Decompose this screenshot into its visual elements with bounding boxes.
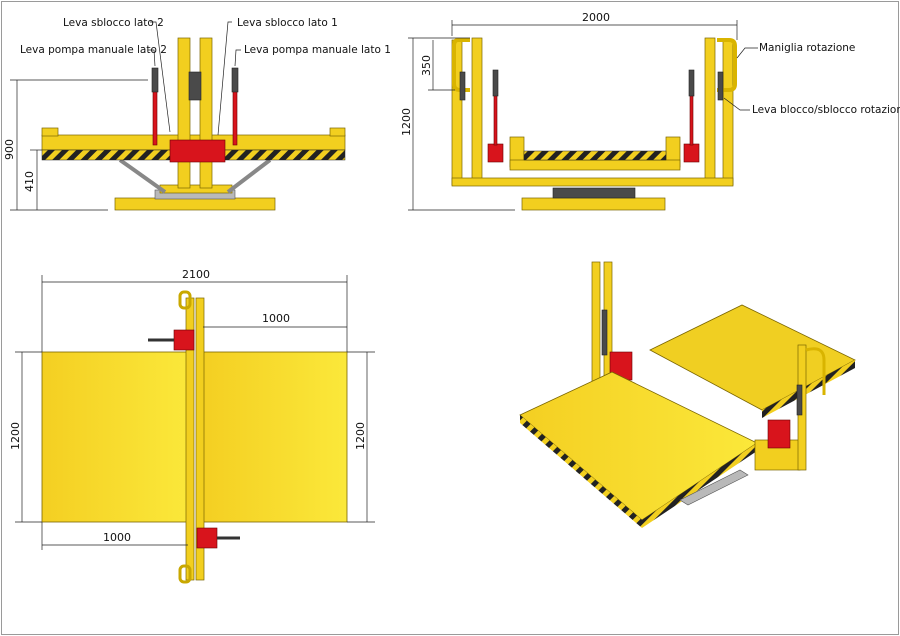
label-unlock-side1: Leva sblocco lato 1 — [237, 17, 338, 29]
leader-unlock-side1 — [217, 21, 232, 136]
label-pump-side2: Leva pompa manuale lato 2 — [20, 44, 167, 56]
pump-lever-side2 — [152, 89, 158, 146]
column — [591, 261, 601, 383]
left-strut — [118, 158, 167, 194]
plate-left — [41, 351, 189, 523]
base-plate — [114, 197, 276, 211]
column-left — [177, 37, 191, 189]
dim-350: 350 — [420, 55, 433, 76]
hydraulic-pump-left — [487, 143, 504, 163]
pump-iso-2 — [767, 419, 791, 449]
front-view: Leva sblocco lato 2 Leva sblocco lato 1 … — [3, 17, 391, 211]
pump-lever-left — [493, 94, 498, 146]
side-view: Maniglia rotazione Leva blocco/sblocco r… — [400, 11, 900, 211]
isometric-view — [519, 261, 856, 528]
pump-top — [173, 329, 195, 351]
dim-2100: 2100 — [182, 268, 210, 281]
hazard-edge-left — [520, 415, 642, 528]
lock-lever-left — [459, 71, 466, 101]
pump-lever-right — [689, 94, 694, 146]
leader-lock-lever — [723, 97, 750, 111]
dim-410: 410 — [23, 171, 36, 192]
dim-2000: 2000 — [582, 11, 610, 24]
label-rotation-lock-lever: Leva blocco/sblocco rotazione — [752, 104, 900, 116]
leader-rotation-handle — [736, 47, 758, 59]
right-strut — [226, 158, 272, 194]
rotation-bearing — [552, 187, 636, 199]
lower-beam — [159, 184, 233, 194]
plan-view: 2100 1000 1000 1200 1200 — [9, 268, 375, 584]
frame-bottom — [451, 177, 734, 187]
leader-pump-side2 — [148, 49, 156, 67]
label-rotation-handle: Maniglia rotazione — [759, 42, 855, 54]
dim-900: 900 — [3, 139, 16, 160]
lever-iso-1 — [601, 309, 608, 356]
label-pump-side1: Leva pompa manuale lato 1 — [244, 44, 391, 56]
dim-1200: 1200 — [400, 108, 413, 136]
pump-grip-side2 — [151, 67, 159, 93]
left-stop — [41, 127, 59, 137]
label-unlock-side2: Leva sblocco lato 2 — [63, 17, 164, 29]
rotation-handle-right — [717, 38, 737, 92]
pump-grip-left — [492, 69, 499, 97]
hydraulic-pump-right — [683, 143, 700, 163]
hazard-edge-right — [642, 443, 757, 528]
dim-1000-bottom: 1000 — [103, 531, 131, 544]
lock-lever-right — [717, 71, 724, 101]
base-plate — [521, 197, 666, 211]
pump-bottom — [196, 527, 218, 549]
left-upright — [471, 37, 483, 186]
leader-unlock-side2 — [150, 21, 171, 133]
hazard-stripe — [523, 150, 667, 161]
pump-grip-side1 — [231, 67, 239, 93]
dim-1200-right: 1200 — [354, 422, 367, 450]
handle-top — [178, 290, 192, 310]
handle-iso — [805, 347, 826, 395]
hydraulic-block — [169, 139, 226, 163]
rotation-handle-left — [452, 38, 470, 92]
pump-grip-right — [688, 69, 695, 97]
lock-lever-grip — [188, 71, 202, 101]
plate-right — [202, 351, 348, 523]
right-upright — [704, 37, 716, 186]
hazard-edge-back — [762, 360, 855, 418]
platform — [509, 159, 681, 171]
column-right — [199, 37, 213, 189]
dim-1200-left: 1200 — [9, 422, 22, 450]
right-stop — [329, 127, 346, 137]
right-upright-outer — [722, 39, 734, 186]
handle-bottom — [178, 564, 192, 584]
leader-pump-side1 — [234, 49, 241, 67]
center-beam-right — [195, 297, 205, 581]
dim-1000-top: 1000 — [262, 312, 290, 325]
base-iso — [679, 469, 749, 506]
pump-lever-side1 — [232, 89, 238, 146]
lever-iso-2 — [796, 384, 803, 416]
